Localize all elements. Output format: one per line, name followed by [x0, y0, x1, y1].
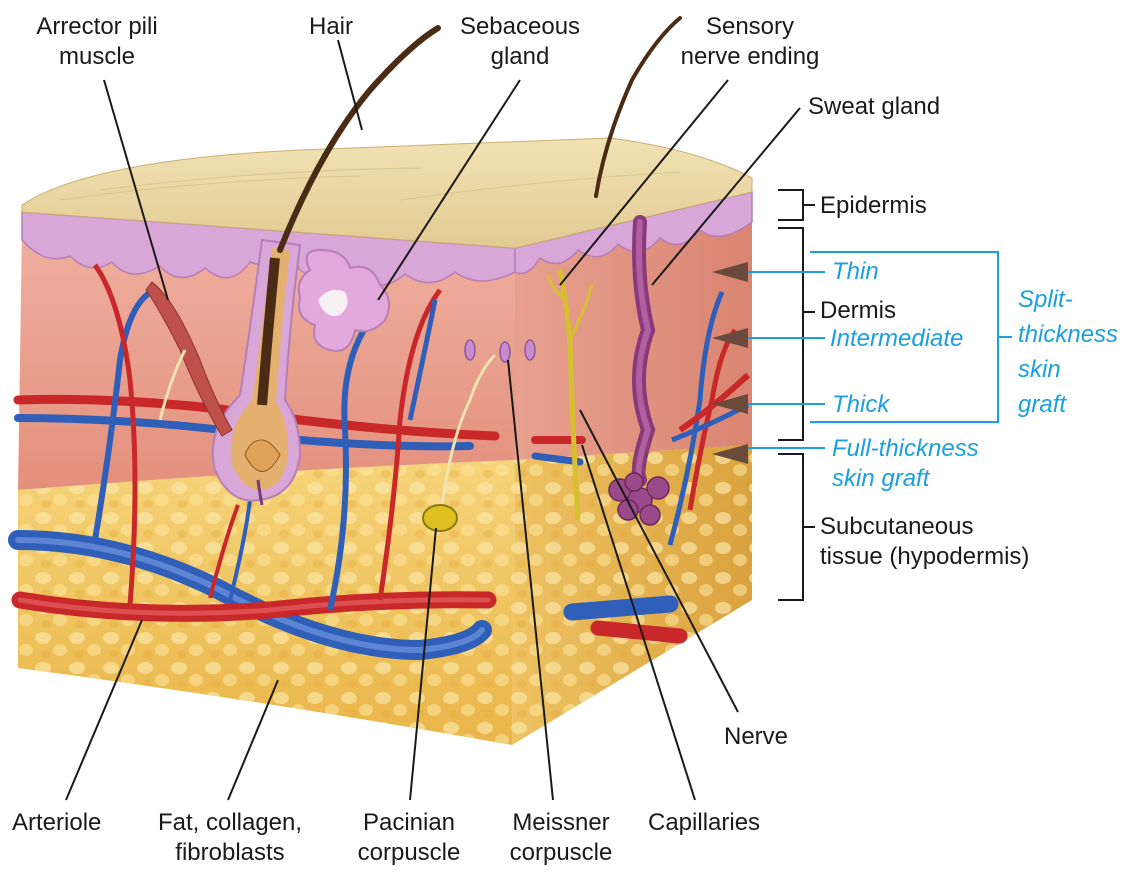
leader-hair — [337, 39, 363, 131]
meissner-corpuscles-shape — [464, 339, 536, 363]
label-fat-collagen: Fat, collagen, fibroblasts — [157, 809, 303, 866]
label-arrector-pili: Arrector pili muscle — [36, 13, 158, 70]
label-thin: Thin — [832, 258, 879, 285]
hypodermis-bracket — [778, 453, 815, 601]
arrector-muscle-shape — [145, 281, 233, 437]
leader-sweat — [651, 107, 801, 286]
sweat-gland-shape — [608, 215, 670, 526]
leader-pacinian — [409, 527, 437, 801]
label-capillaries: Capillaries — [648, 809, 761, 836]
label-epidermis: Epidermis — [820, 192, 927, 219]
layer-brackets — [778, 189, 815, 601]
leader-arteriole — [65, 619, 143, 801]
graft-depth-markers — [712, 262, 748, 464]
sebaceous-gland-shape — [297, 248, 390, 352]
epidermis-surface — [21, 137, 753, 249]
split-thickness-bracket — [810, 251, 1012, 423]
label-thick: Thick — [832, 391, 890, 418]
pacinian-corpuscle-shape — [422, 504, 458, 532]
leader-lines — [65, 39, 801, 801]
epidermis-bracket — [778, 189, 815, 221]
dermis-bracket — [778, 227, 815, 441]
label-subcutaneous: Subcutaneous tissue (hypodermis) — [820, 513, 1030, 570]
label-pacinian: Pacinian corpuscle — [357, 809, 461, 866]
leader-sebaceous — [377, 79, 521, 301]
hair-shaft — [277, 25, 441, 253]
label-meissner: Meissner corpuscle — [509, 809, 613, 866]
label-split-thickness: Split- thickness skin graft — [1018, 286, 1119, 418]
leader-nerve — [579, 409, 739, 713]
blood-vessels — [8, 263, 751, 661]
graft-brackets — [748, 251, 1012, 449]
label-sweat-gland: Sweat gland — [808, 93, 941, 120]
label-sensory-nerve-ending: Sensory nerve ending — [680, 13, 820, 70]
leader-capillaries — [581, 444, 696, 801]
label-arteriole: Arteriole — [12, 809, 102, 836]
hair-shaft-2 — [594, 16, 682, 198]
leader-fat — [227, 679, 279, 801]
hair-follicle — [211, 238, 302, 506]
nerve-fibers — [158, 269, 594, 521]
leader-arrector-pili — [103, 79, 169, 301]
label-nerve: Nerve — [724, 723, 789, 750]
leader-sensory — [559, 79, 729, 286]
label-sebaceous-gland: Sebaceous gland — [459, 13, 581, 70]
label-dermis: Dermis — [820, 297, 896, 324]
label-hair: Hair — [308, 13, 353, 40]
label-full-thickness: Full-thickness skin graft — [832, 435, 979, 492]
leader-meissner — [507, 359, 554, 801]
label-intermediate: Intermediate — [830, 325, 964, 352]
